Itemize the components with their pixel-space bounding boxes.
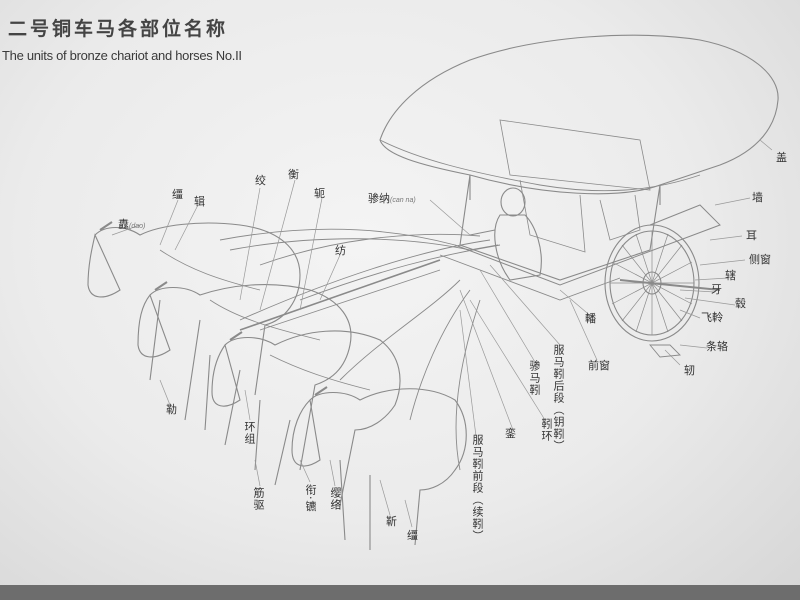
label-yingluo: 缨络 <box>329 487 342 511</box>
label-feiling: 飞軨 <box>701 311 723 324</box>
label-xin: 靳 <box>386 515 397 528</box>
label-can-ren: 骖马靷 <box>528 360 541 396</box>
label-xia: 辖 <box>725 269 736 282</box>
placard-title-chinese: 二号铜车马各部位名称 <box>8 18 229 40</box>
label-qiang: 墙 <box>752 191 763 204</box>
label-tiao: 条辂 <box>706 340 728 353</box>
label-jiang: 缰 <box>172 188 183 201</box>
label-gai: 盖 <box>776 151 787 164</box>
label-e: 轭 <box>314 187 325 200</box>
label-ren-huan: 靷环 <box>540 418 553 442</box>
label-ren: 轫 <box>684 364 695 377</box>
label-gu: 毂 <box>735 297 746 310</box>
label-fang: 纺 <box>335 244 346 257</box>
chariot-wheel <box>604 224 721 342</box>
label-jiuna: 骖纳(can na) <box>368 192 416 205</box>
label-cechuang: 侧窗 <box>749 253 771 266</box>
label-huanzu: 环组 <box>243 421 256 445</box>
leader-lines <box>111 139 773 528</box>
placard-bottom-edge <box>0 585 800 600</box>
label-xianjie: 衔·镳 <box>304 484 317 513</box>
label-ji: 辑 <box>194 195 205 208</box>
shafts-and-reins <box>219 228 501 471</box>
label-fu-rear: 服马靷后段（钥靷） <box>552 344 565 452</box>
label-luan: 銮 <box>505 427 516 440</box>
label-fu-front: 服马靷前段（续靷） <box>471 434 484 542</box>
horse-team <box>87 221 467 550</box>
canopy <box>379 34 779 205</box>
label-fan: 轓 <box>585 312 596 325</box>
step-block <box>649 344 681 358</box>
label-jiang2: 缰 <box>407 529 418 542</box>
label-jiao: 绞 <box>255 174 266 187</box>
label-qianchuang: 前窗 <box>588 359 610 372</box>
label-heng: 衡 <box>288 168 299 181</box>
label-jinqu: 筋驱 <box>252 487 265 511</box>
placard-title-english: The units of bronze chariot and horses N… <box>2 48 242 63</box>
label-ya: 牙 <box>711 283 722 296</box>
label-le: 勒 <box>166 403 177 416</box>
label-dao: 纛(dao) <box>118 218 146 231</box>
charioteer <box>469 187 542 281</box>
label-er: 耳 <box>746 229 757 242</box>
